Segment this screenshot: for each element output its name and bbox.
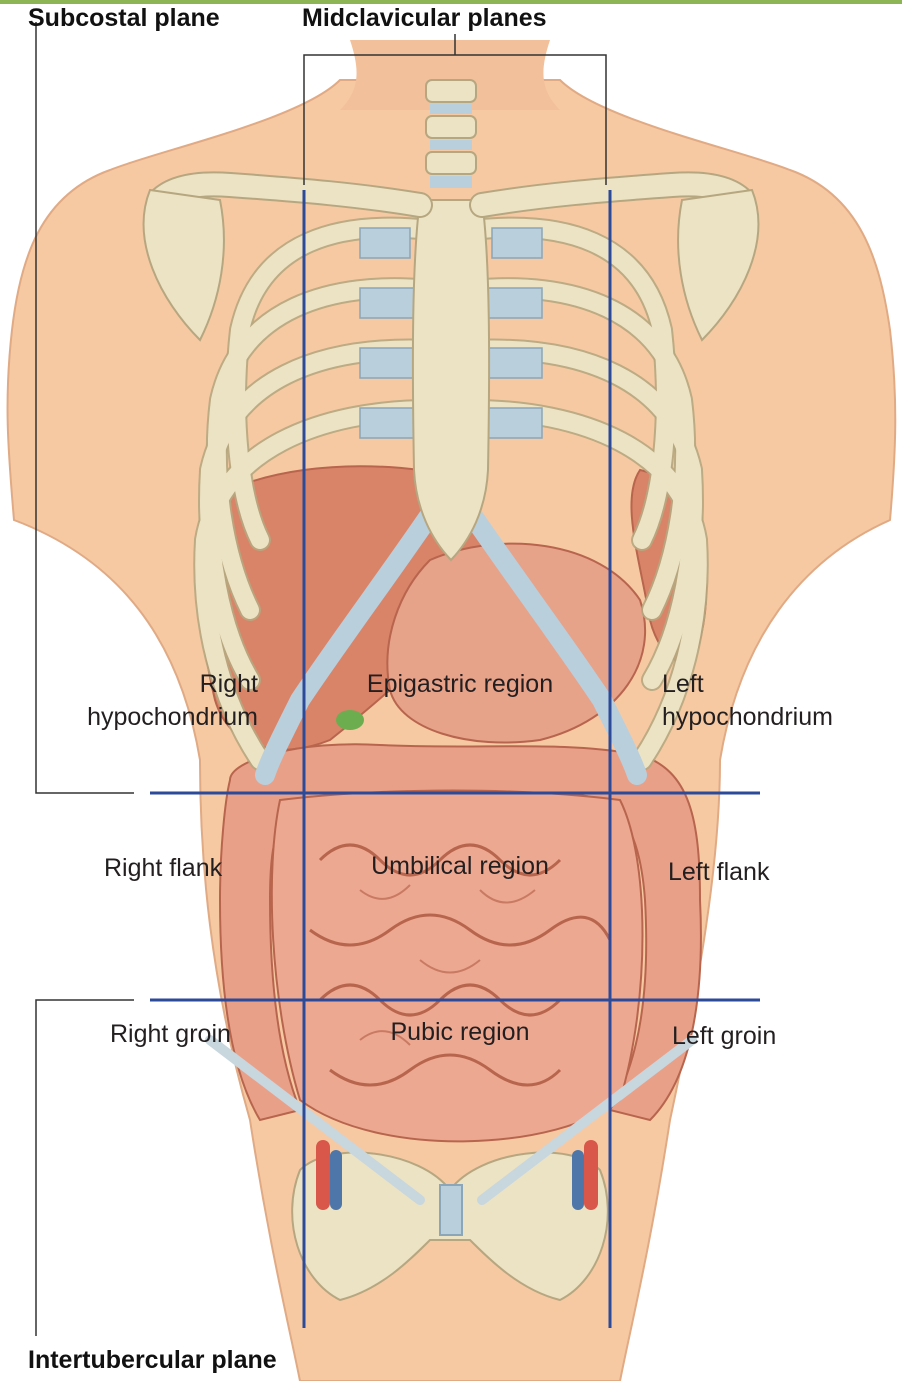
- pubic-symphysis: [440, 1185, 462, 1235]
- right-groin-label: Right groin: [110, 1018, 231, 1051]
- gallbladder: [336, 710, 364, 730]
- pubic-region-label: Pubic region: [330, 1016, 590, 1049]
- right-flank-label: Right flank: [104, 852, 222, 885]
- small-intestine: [272, 791, 643, 1142]
- left-groin-label: Left groin: [672, 1020, 776, 1053]
- sternum: [413, 200, 489, 560]
- right-hypochondrium-label: Right hypochondrium: [20, 668, 258, 734]
- midclavicular-planes-label: Midclavicular planes: [302, 4, 547, 33]
- epigastric-region-label: Epigastric region: [330, 668, 590, 701]
- left-flank-label: Left flank: [668, 856, 769, 889]
- subcostal-plane-label: Subcostal plane: [28, 4, 220, 33]
- umbilical-region-label: Umbilical region: [330, 850, 590, 883]
- intertubercular-plane-label: Intertubercular plane: [28, 1346, 277, 1375]
- left-hypochondrium-label: Left hypochondrium: [662, 668, 833, 734]
- cervical-spine: [426, 80, 476, 188]
